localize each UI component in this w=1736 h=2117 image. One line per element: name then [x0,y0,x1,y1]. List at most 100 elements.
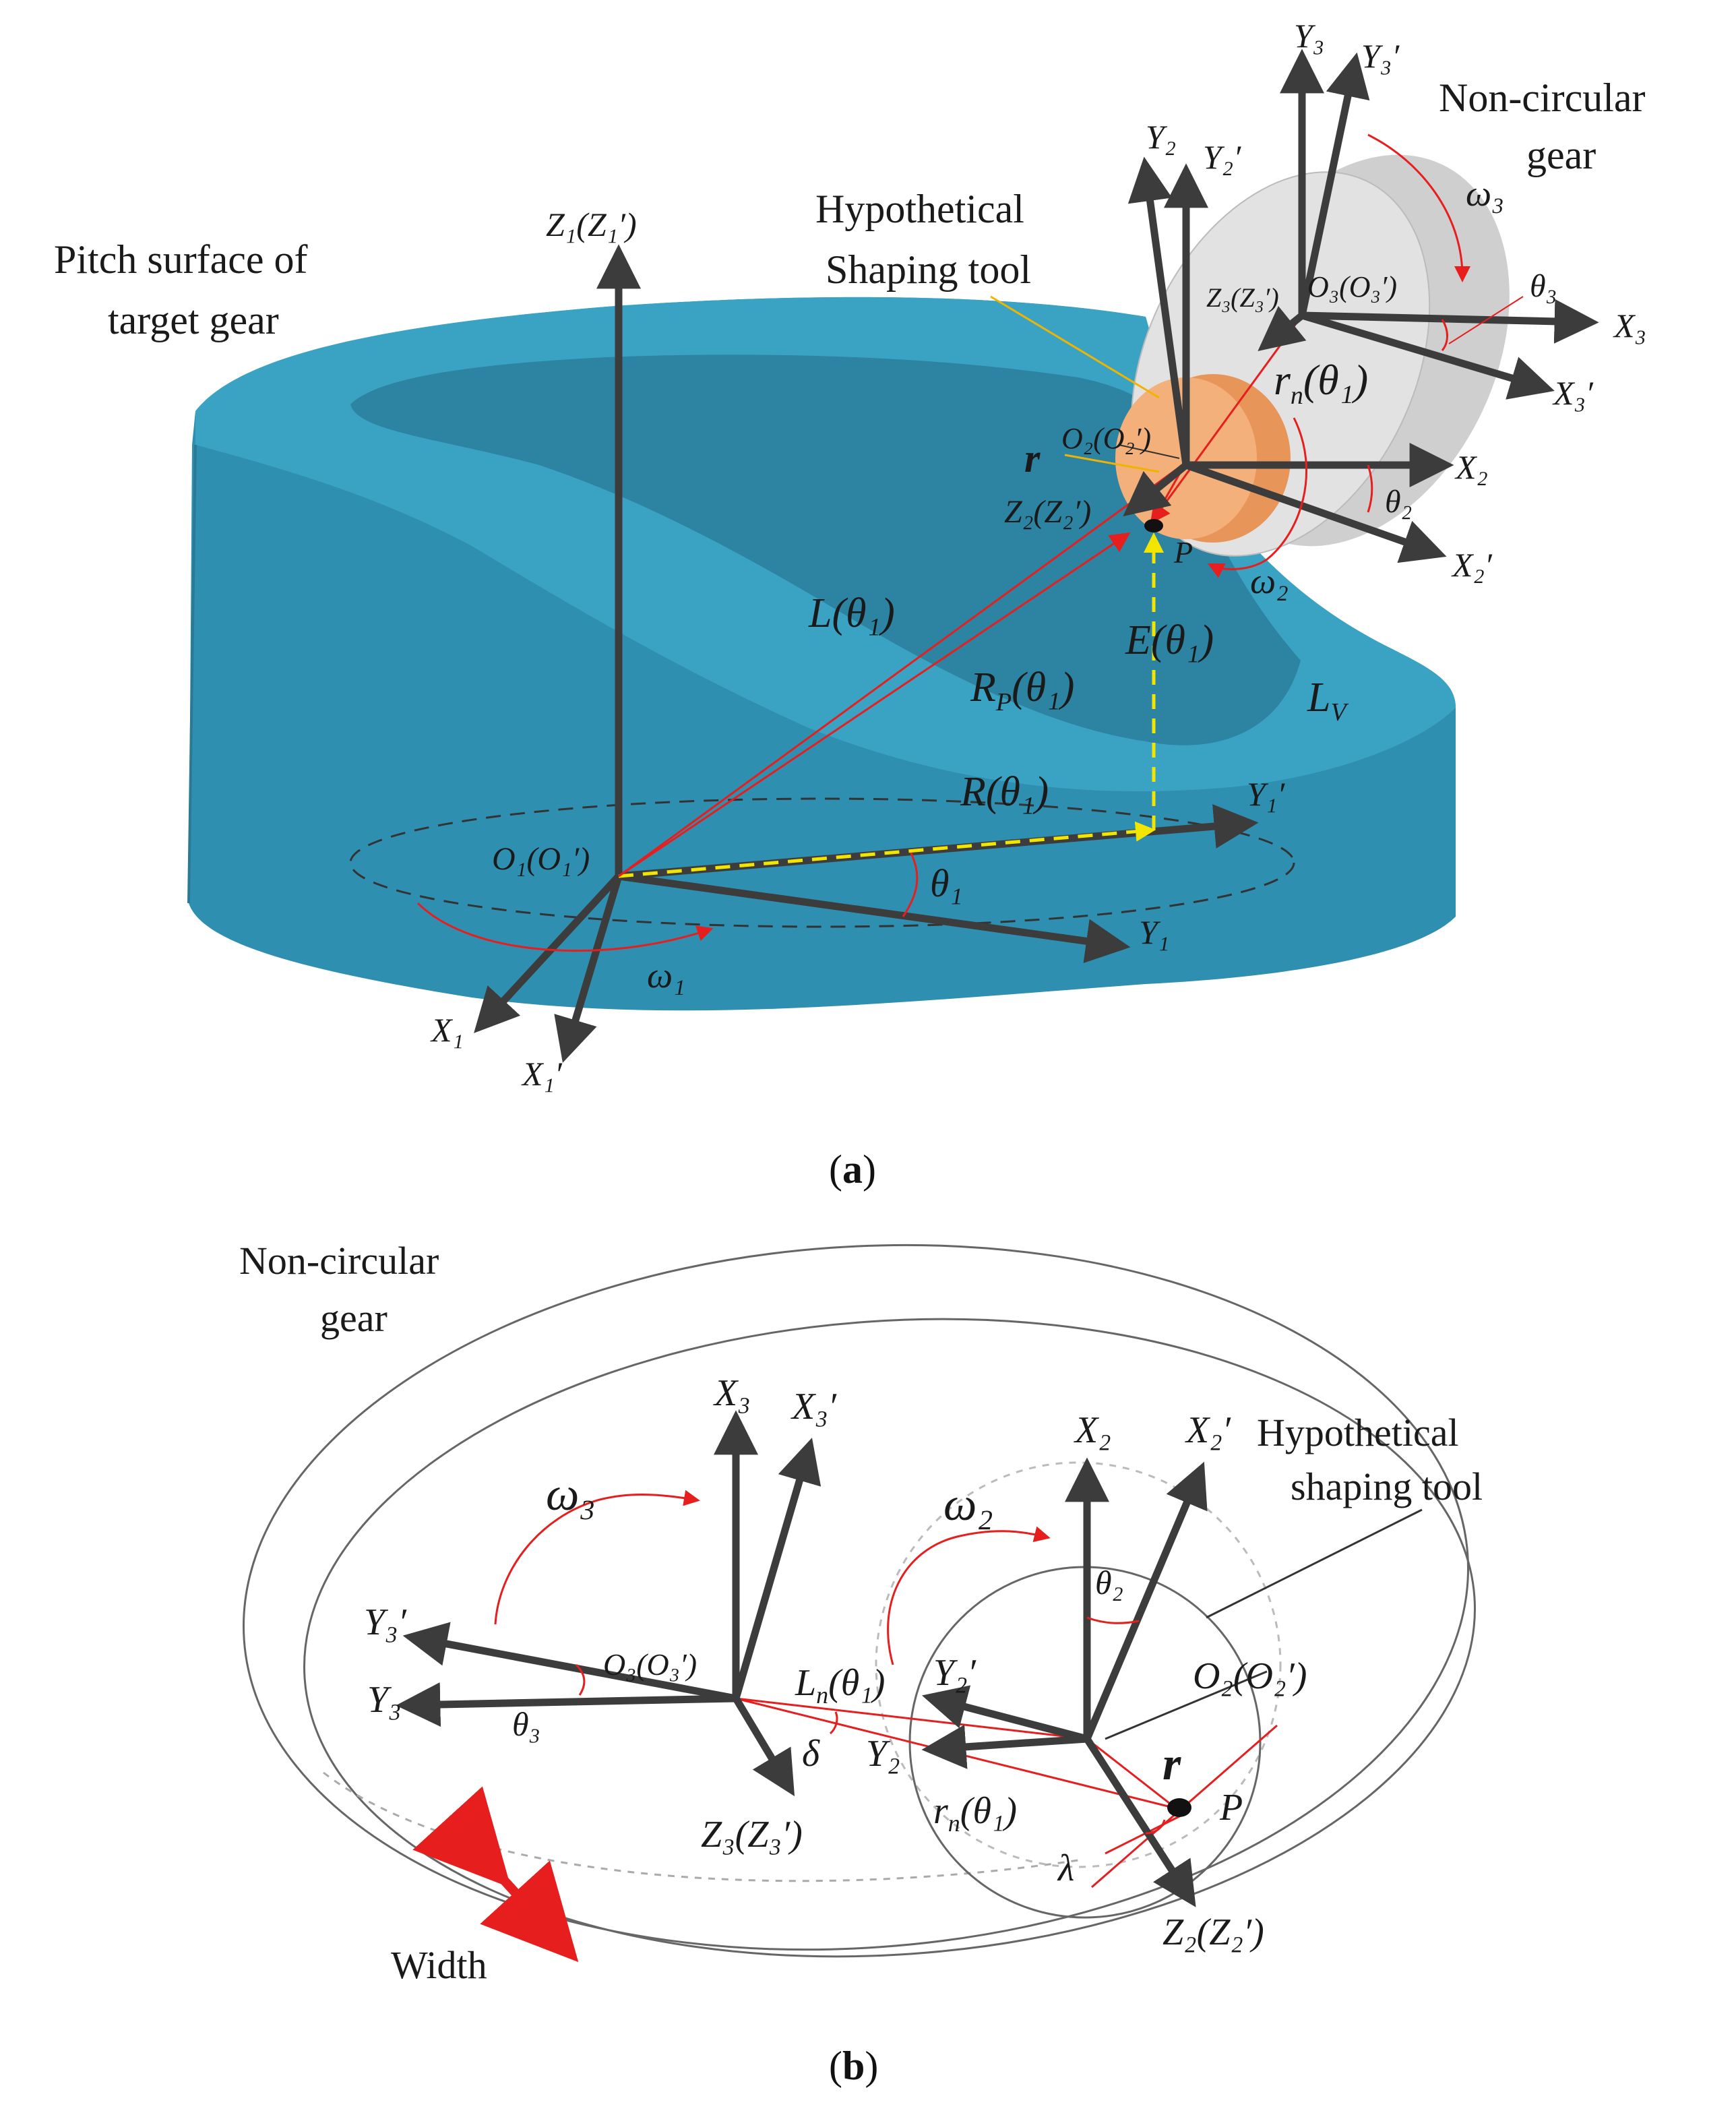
frame-2 [1123,156,1454,563]
rn-label-b: rn(θ₁) [933,1790,1017,1837]
theta1-label: θ₁ [930,861,963,905]
theta2-arc-b [1086,1616,1140,1624]
theta3-arc [1441,319,1448,351]
tool-leader-b [1206,1508,1423,1619]
omega2-label-b: ω₂ [943,1479,993,1531]
caption-b: (b) [829,2044,878,2088]
E-label: E(θ₁) [1125,617,1214,663]
lambda-arc [1145,1819,1166,1835]
L-label: L(θ₁) [808,590,895,636]
r-leader [1064,454,1160,473]
width-label: Width [391,1943,487,1987]
L-vector [618,461,1187,878]
base-ellipse [349,797,1295,928]
nc-gear-hidden [323,1771,1079,1882]
x3-label-b: X₃ [713,1372,751,1414]
omega2-arc [1207,417,1308,578]
Ln-label: Ln(θ₁) [795,1662,885,1709]
tool-circle-dashed [875,1461,1282,1868]
y3p-label-b: Y₃′ [364,1601,407,1643]
z1-label: Z₁(Z₁′) [546,206,637,243]
theta3-arc-b [575,1663,586,1696]
point-P-b [1167,1798,1191,1817]
omega1-arc [416,902,714,952]
x3p-label-a: X₃′ [1552,374,1594,412]
y2-label-a: Y₂ [1146,118,1176,156]
rn-label-a: rn(θ₁) [1274,356,1368,410]
y3-label-b: Y₃ [367,1679,402,1721]
x2-label-b: X₂ [1074,1409,1111,1451]
o3-label-b: O₃(O₃′) [603,1647,697,1682]
P-label-a: P [1173,535,1193,570]
y1p-label: Y₁′ [1247,775,1285,813]
o2-label-b: O₂(O₂′) [1193,1655,1307,1697]
point-P-a [1144,519,1163,532]
o2-leader-b [1105,1670,1268,1740]
y1-label: Y₁ [1139,913,1169,951]
Ln-vector [735,1697,1088,1740]
frame-3 [1258,49,1599,400]
theta3-label-a: θ₃ [1530,268,1557,304]
R-label: R(θ₁) [960,769,1049,815]
o3-label-a: O₃(O₃′) [1307,270,1397,303]
tool-label-b-1: Hypothetical [1257,1411,1459,1454]
x2p-label-a: X₂′ [1451,546,1493,584]
r-vector-b [1086,1738,1177,1810]
pitch-surface-label-2: target gear [108,298,279,342]
omega3-label-b: ω₃ [546,1469,596,1521]
o1-label: O₁(O₁′) [492,841,590,877]
caption-a: (a) [829,1147,876,1192]
delta-label: δ [802,1733,820,1775]
omega3-arc-b [494,1490,700,1625]
tool-label-b-2: shaping tool [1291,1465,1483,1508]
nc-gear-inner [303,1318,1476,1958]
omega2-arc-b [887,1526,1051,1665]
y2p-label-a: Y₂′ [1203,138,1241,176]
tool-label-1: Hypothetical [815,187,1024,231]
x3p-label-b: X₃′ [790,1386,837,1428]
P-label-b: P [1219,1787,1243,1829]
nc-gear-label-b-1: Non-circular [239,1239,439,1283]
theta2-label-b: θ₂ [1095,1564,1123,1601]
panel-b: Non-circular gear Hypothetical shaping t… [239,1239,1483,2088]
nc-gear-label-1: Non-circular [1439,75,1646,120]
omega1-label: ω₁ [647,955,685,995]
Lv-label: LV [1307,675,1348,727]
x1p-label: X₁′ [521,1055,563,1093]
tool-label-2: Shaping tool [826,247,1031,292]
nc-gear-label-b-2: gear [320,1296,388,1340]
panel-a: Pitch surface of target gear Hypothetica… [54,17,1646,1192]
nc-gear-label-2: gear [1526,133,1596,177]
z3-label-a: Z₃(Z₃′) [1206,282,1279,313]
omega3-arc [1367,133,1470,282]
y3p-label-a: Y₃′ [1361,37,1400,75]
r-label-b: r [1162,1738,1181,1790]
theta2-label-a: θ₂ [1385,484,1412,520]
delta-arc [829,1711,838,1735]
Rp-vector [618,532,1131,878]
theta3-label-b: θ₃ [512,1705,540,1743]
z2-label-a: Z₂(Z₂′) [1004,494,1091,530]
x3-label-a: X₃ [1613,307,1646,344]
omega2-label-a: ω₂ [1250,561,1289,601]
lambda-label: λ [1057,1847,1074,1889]
z2-label-b: Z₂(Z₂′) [1162,1911,1264,1953]
shaping-tool-3d [1115,374,1291,543]
o2-leader [1118,444,1180,459]
x1-label: X₁ [430,1011,464,1049]
y3-label-a: Y₃ [1294,17,1324,55]
frame-2-b [921,1457,1208,1907]
y2p-label-b: Y₂′ [933,1652,976,1694]
R-vector [618,821,1156,878]
tool-leader [990,295,1160,399]
theta3-leader [1448,296,1524,344]
pitch-surface-label-1: Pitch surface of [54,237,308,282]
omega3-label-a: ω₃ [1466,173,1504,214]
y2-label-b: Y₂ [866,1733,900,1775]
width-arrow [412,1786,579,1963]
x2p-label-b: X₂′ [1185,1409,1231,1451]
o2-label-a: O₂(O₂′) [1061,422,1151,455]
nc-gear-outer [242,1244,1470,1951]
r-label-a: r [1024,436,1041,481]
